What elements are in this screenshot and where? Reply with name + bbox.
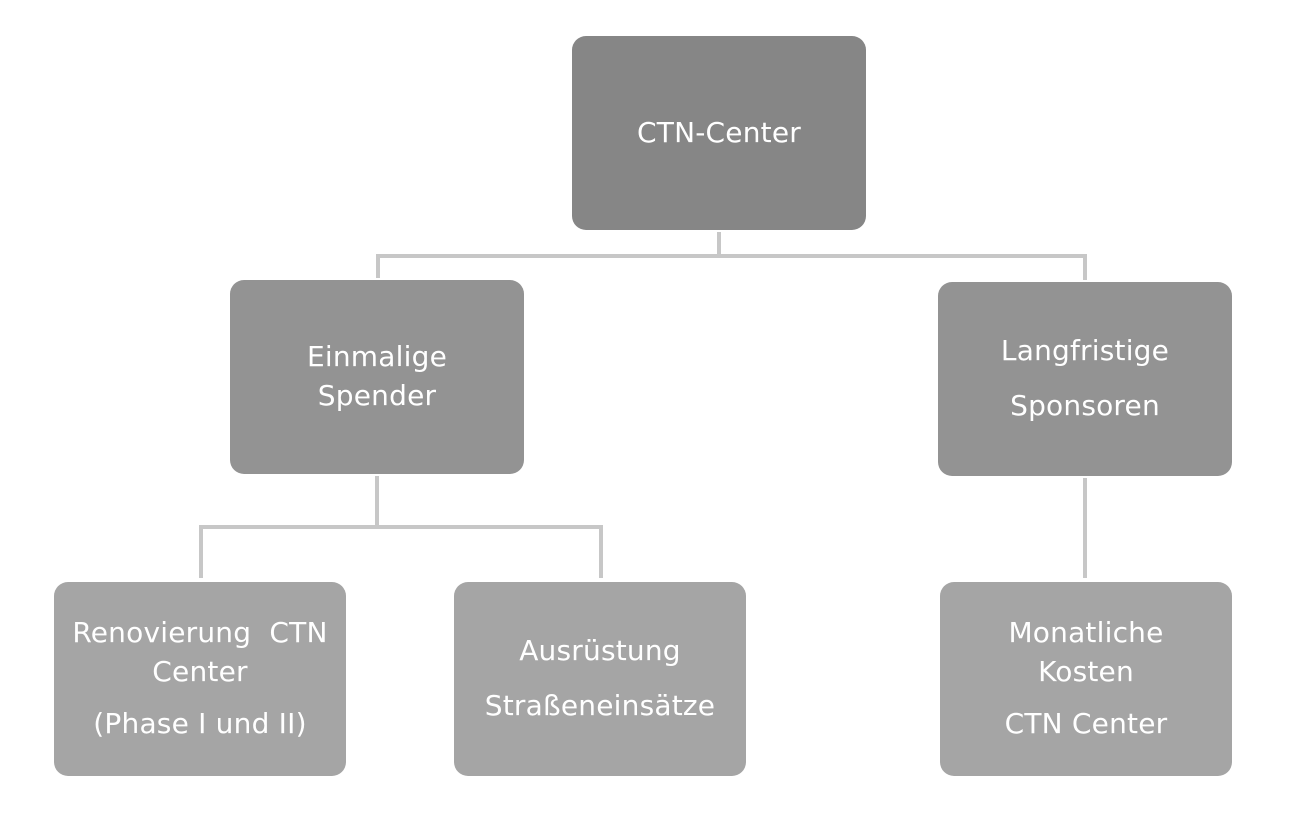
connector-einmalig-renovierung [199, 476, 379, 578]
node-label: CTN-Center [637, 115, 801, 149]
node-label-line-2: Sponsoren [1010, 389, 1160, 422]
node-label-line-2: Straßeneinsätze [484, 689, 716, 722]
node-renovierung-ctn-center: Renovierung CTN Center (Phase I und II) [54, 582, 346, 776]
node-ausruestung-strasseneinsaetze: Ausrüstung Straßeneinsätze [454, 582, 746, 776]
node-label-line-2: Center [152, 654, 248, 688]
node-label-line-1: Langfristige [1000, 334, 1170, 368]
node-ctn-center: CTN-Center [572, 36, 866, 230]
node-label-line-1: Monatliche [1008, 616, 1164, 650]
connector-einmalig-ausruestung [377, 525, 603, 578]
node-label-line-3: CTN Center [1004, 707, 1168, 741]
connector-root-langfristig [719, 254, 1087, 280]
connector-root-einmalig [376, 232, 721, 278]
node-monatliche-kosten: Monatliche Kosten CTN Center [940, 582, 1232, 776]
node-einmalige-spender: Einmalige Spender [230, 280, 524, 474]
node-label-line-1: Ausrüstung [519, 634, 681, 668]
node-label-line-3: (Phase I und II) [93, 707, 307, 741]
node-label-line-1: Renovierung CTN [72, 616, 328, 650]
node-label-line-2: Spender [317, 379, 437, 412]
node-langfristige-sponsoren: Langfristige Sponsoren [938, 282, 1232, 476]
node-label-line-1: Einmalige [306, 340, 447, 374]
node-label-line-2: Kosten [1038, 654, 1134, 688]
